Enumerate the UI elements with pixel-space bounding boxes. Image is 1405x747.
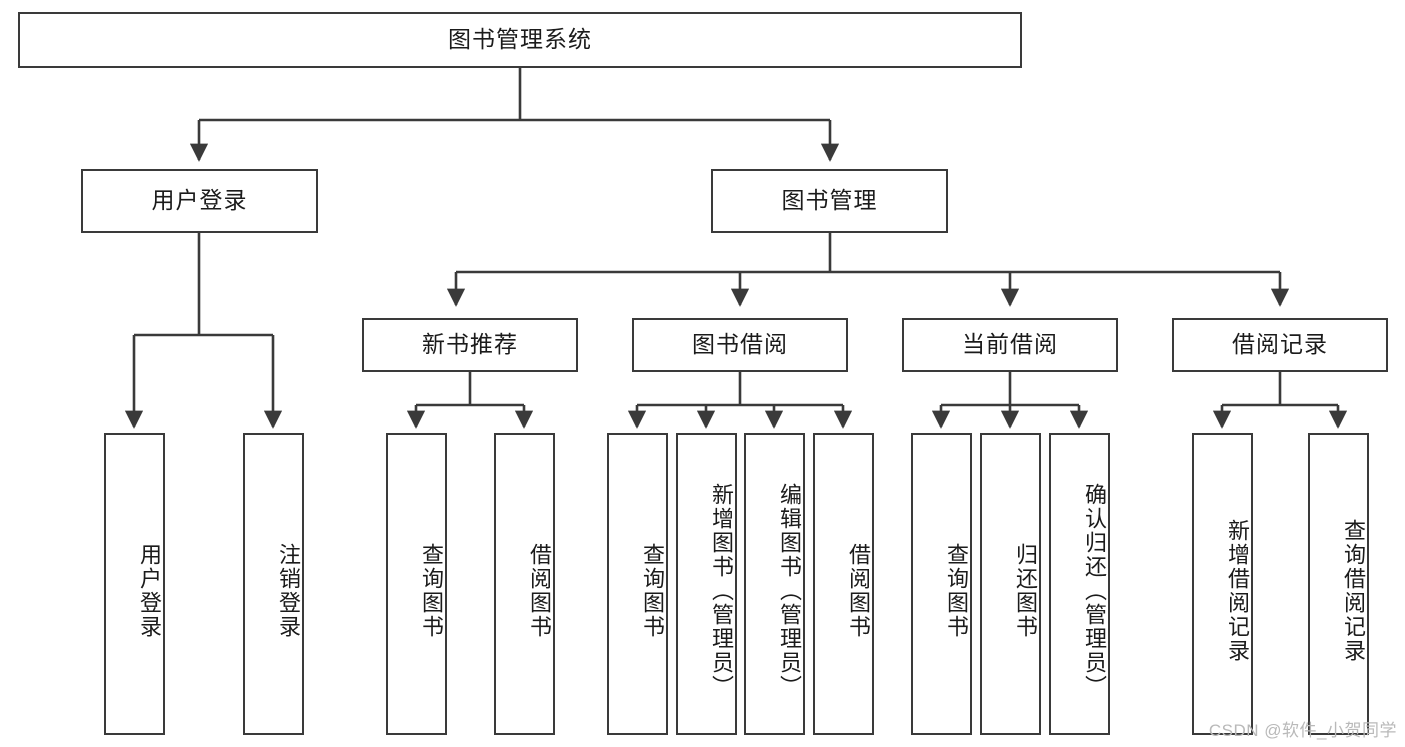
leaf-label: 注销登录 <box>276 543 301 639</box>
leaf-book-borrow-query[interactable]: 查询图书 <box>607 433 668 735</box>
leaf-borrow-record-query[interactable]: 查询借阅记录 <box>1308 433 1369 735</box>
leaf-label: 编辑图书（管理员） <box>777 483 802 699</box>
leaf-label: 确认归还（管理员） <box>1082 483 1107 699</box>
leaf-current-borrow-query[interactable]: 查询图书 <box>911 433 972 735</box>
node-book-management[interactable]: 图书管理 <box>711 169 948 233</box>
leaf-label: 查询借阅记录 <box>1341 519 1366 663</box>
watermark: CSDN @软件_小贺同学 <box>1208 721 1397 740</box>
leaf-borrow-record-add[interactable]: 新增借阅记录 <box>1192 433 1253 735</box>
node-root-label: 图书管理系统 <box>448 26 592 53</box>
leaf-book-borrow-borrow[interactable]: 借阅图书 <box>813 433 874 735</box>
leaf-current-borrow-confirm[interactable]: 确认归还（管理员） <box>1049 433 1110 735</box>
leaf-new-book-borrow[interactable]: 借阅图书 <box>494 433 555 735</box>
leaf-label: 用户登录 <box>137 543 162 639</box>
leaf-label: 查询图书 <box>944 543 969 639</box>
leaf-label: 归还图书 <box>1013 543 1038 639</box>
leaf-label: 新增图书（管理员） <box>709 483 734 699</box>
leaf-new-book-query[interactable]: 查询图书 <box>386 433 447 735</box>
node-book-borrow-label: 图书借阅 <box>692 331 788 358</box>
node-user-login[interactable]: 用户登录 <box>81 169 318 233</box>
node-book-borrow[interactable]: 图书借阅 <box>632 318 848 372</box>
node-current-borrow-label: 当前借阅 <box>962 331 1058 358</box>
node-book-management-label: 图书管理 <box>781 187 878 214</box>
leaf-label: 查询图书 <box>640 543 665 639</box>
node-borrow-record-label: 借阅记录 <box>1232 331 1328 358</box>
leaf-book-borrow-edit[interactable]: 编辑图书（管理员） <box>744 433 805 735</box>
node-user-login-label: 用户登录 <box>151 187 248 214</box>
node-new-book-recommend[interactable]: 新书推荐 <box>362 318 578 372</box>
node-current-borrow[interactable]: 当前借阅 <box>902 318 1118 372</box>
leaf-user-login-login[interactable]: 用户登录 <box>104 433 165 735</box>
node-borrow-record[interactable]: 借阅记录 <box>1172 318 1388 372</box>
leaf-label: 新增借阅记录 <box>1225 519 1250 663</box>
leaf-label: 借阅图书 <box>846 543 871 639</box>
leaf-current-borrow-return[interactable]: 归还图书 <box>980 433 1041 735</box>
leaf-label: 查询图书 <box>419 543 444 639</box>
leaf-user-login-logout[interactable]: 注销登录 <box>243 433 304 735</box>
leaf-label: 借阅图书 <box>527 543 552 639</box>
node-root[interactable]: 图书管理系统 <box>18 12 1022 68</box>
leaf-book-borrow-add[interactable]: 新增图书（管理员） <box>676 433 737 735</box>
node-new-book-recommend-label: 新书推荐 <box>422 331 518 358</box>
